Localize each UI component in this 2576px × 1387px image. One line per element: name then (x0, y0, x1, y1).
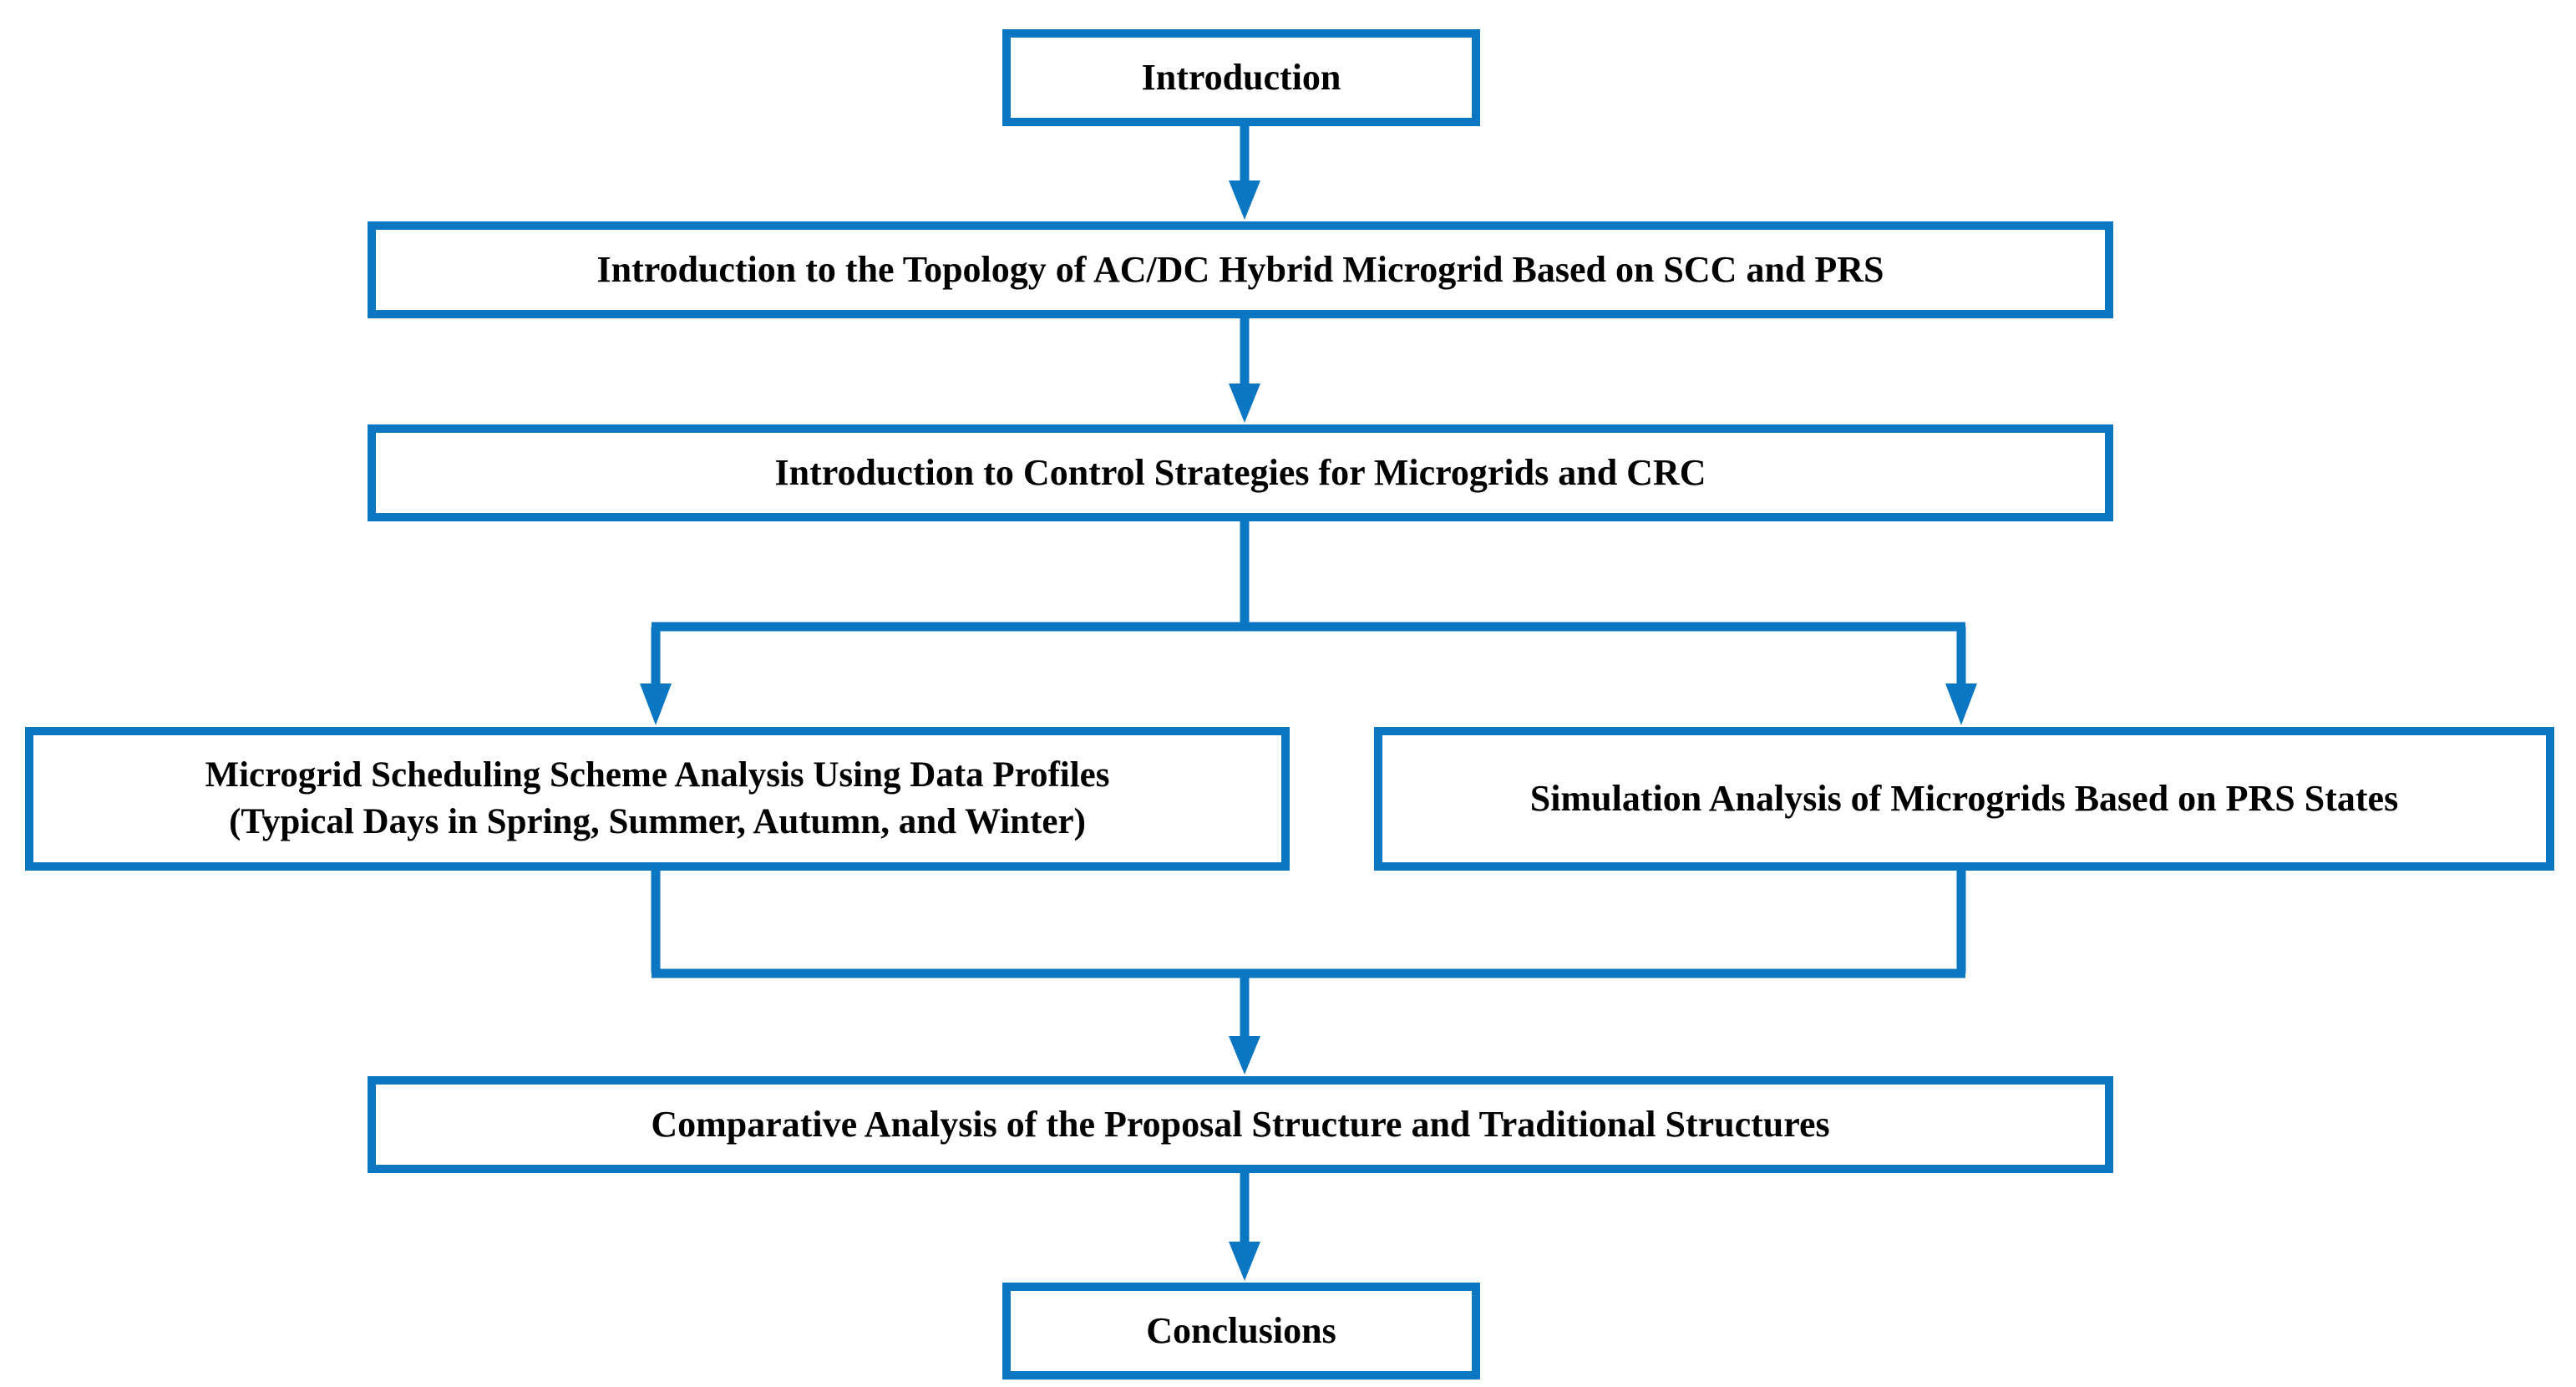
edge-branches-merge-to-comparative (651, 871, 1966, 1075)
node-conclusions[interactable]: Conclusions (1002, 1283, 1480, 1379)
edge-introduction-to-topology (1229, 126, 1260, 220)
node-microgrid-scheduling-analysis-label: Microgrid Scheduling Scheme Analysis Usi… (205, 755, 1110, 841)
node-comparative-analysis-label: Comparative Analysis of the Proposal Str… (651, 1104, 1830, 1146)
node-topology-label: Introduction to the Topology of AC/DC Hy… (596, 249, 1884, 291)
node-introduction-label: Introduction (1141, 57, 1341, 99)
node-conclusions-label: Conclusions (1146, 1310, 1336, 1352)
node-introduction[interactable]: Introduction (1002, 29, 1480, 126)
node-comparative-analysis[interactable]: Comparative Analysis of the Proposal Str… (368, 1076, 2113, 1173)
node-control-strategies-label: Introduction to Control Strategies for M… (774, 452, 1706, 494)
node-microgrid-scheduling-analysis[interactable]: Microgrid Scheduling Scheme Analysis Usi… (25, 727, 1290, 871)
node-simulation-analysis-label: Simulation Analysis of Microgrids Based … (1529, 778, 2399, 820)
edge-control-strategies-split (640, 521, 1977, 725)
node-topology[interactable]: Introduction to the Topology of AC/DC Hy… (368, 221, 2113, 318)
edge-comparative-to-conclusions (1229, 1173, 1260, 1281)
node-control-strategies[interactable]: Introduction to Control Strategies for M… (368, 424, 2113, 521)
edge-topology-to-control-strategies (1229, 318, 1260, 423)
node-simulation-analysis[interactable]: Simulation Analysis of Microgrids Based … (1374, 727, 2554, 871)
